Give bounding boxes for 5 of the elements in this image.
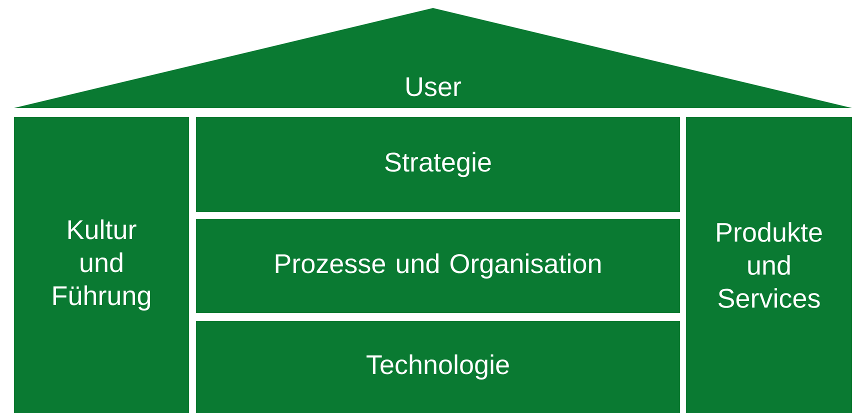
band-box: Prozesse und Organisation	[196, 219, 680, 313]
pillar-box: Kultur und Führung	[14, 117, 189, 413]
band-box: Technologie	[196, 321, 680, 413]
band-box: Strategie	[196, 117, 680, 212]
pillar-box: Produkte und Services	[686, 117, 852, 413]
